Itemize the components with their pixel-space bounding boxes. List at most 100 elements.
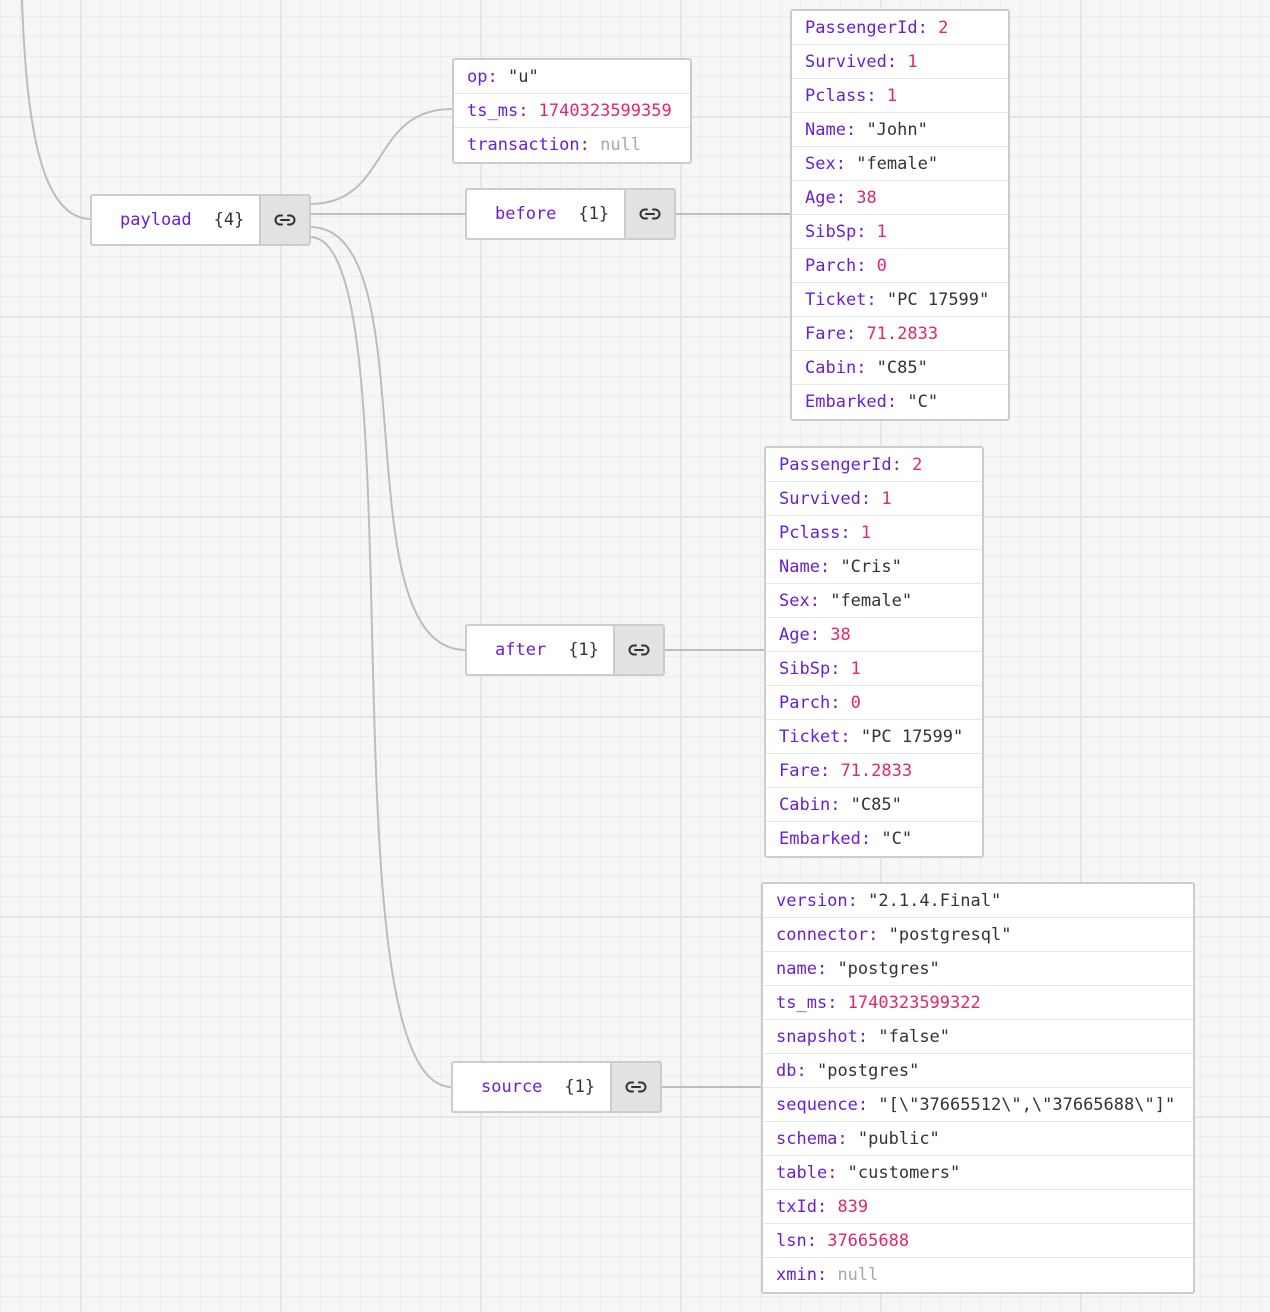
source-label: source {1} xyxy=(453,1063,610,1111)
source-row-table: table: "customers" xyxy=(763,1156,1193,1190)
after-row-sibsp: SibSp: 1 xyxy=(766,652,982,686)
row-value: "customers" xyxy=(847,1163,961,1183)
after-row-age: Age: 38 xyxy=(766,618,982,652)
row-key: Ticket xyxy=(805,290,867,310)
row-value: "postgres" xyxy=(837,959,940,979)
row-value: 1 xyxy=(907,52,918,72)
link-icon xyxy=(628,644,650,656)
row-key: snapshot xyxy=(776,1027,858,1047)
payload-link-button[interactable] xyxy=(259,196,309,244)
row-value: 71.2833 xyxy=(866,324,939,344)
link-icon xyxy=(639,208,661,220)
source-node[interactable]: source {1} xyxy=(451,1061,662,1113)
row-value: 38 xyxy=(830,625,851,645)
row-key: txId xyxy=(776,1197,817,1217)
row-key: Cabin xyxy=(779,795,831,815)
before-row-embarked: Embarked: "C" xyxy=(805,392,939,412)
row-key: Cabin xyxy=(805,358,857,378)
source-count: {1} xyxy=(564,1077,596,1097)
before-row-sex: Sex: "female" xyxy=(792,147,1008,181)
before-row-ticket: Ticket: "PC 17599" xyxy=(792,283,1008,317)
row-key: version xyxy=(776,891,848,911)
row-key: Age xyxy=(805,188,836,208)
row-key: transaction xyxy=(467,135,580,155)
row-value: "PC 17599" xyxy=(886,290,990,310)
after-row-pclass: Pclass: 1 xyxy=(766,516,982,550)
before-key: before xyxy=(495,204,557,224)
edge-payload-after xyxy=(309,226,467,651)
source-row-ts-ms: ts_ms: 1740323599322 xyxy=(763,986,1193,1020)
after-node[interactable]: after {1} xyxy=(465,624,665,676)
meta-row-transaction: transaction: null xyxy=(467,135,642,155)
source-row-name: name: "postgres" xyxy=(763,952,1193,986)
row-value: 1 xyxy=(876,222,887,242)
source-row-connector: connector: "postgresql" xyxy=(763,918,1193,952)
payload-label: payload {4} xyxy=(92,196,259,244)
payload-count: {4} xyxy=(213,210,245,230)
row-value: 37665688 xyxy=(827,1231,910,1251)
row-value: 0 xyxy=(876,256,887,276)
row-value: "female" xyxy=(830,591,913,611)
payload-key: payload xyxy=(120,210,192,230)
row-key: sequence xyxy=(776,1095,858,1115)
before-row-fare: Fare: 71.2833 xyxy=(792,317,1008,351)
after-row-name: Name: "Cris" xyxy=(766,550,982,584)
edge-payload-source xyxy=(309,236,453,1088)
row-key: op xyxy=(467,67,488,87)
row-value: 1 xyxy=(886,86,898,106)
meta-object-node: op: "u" ts_ms: 1740323599359 transaction… xyxy=(452,58,692,164)
row-value: 2 xyxy=(912,455,923,475)
source-row-txid: txId: 839 xyxy=(763,1190,1193,1224)
row-value: 1740323599322 xyxy=(847,993,981,1013)
before-node[interactable]: before {1} xyxy=(465,188,676,240)
row-key: Pclass xyxy=(779,523,841,543)
row-key: Fare xyxy=(805,324,846,344)
row-key: lsn xyxy=(776,1231,807,1251)
row-key: connector xyxy=(776,925,869,945)
row-key: db xyxy=(776,1061,797,1081)
before-row-sibsp: SibSp: 1 xyxy=(792,215,1008,249)
row-key: SibSp xyxy=(805,222,857,242)
row-key: Parch xyxy=(779,693,831,713)
before-label: before {1} xyxy=(467,190,624,238)
row-key: Name xyxy=(779,557,820,577)
after-row-sex: Sex: "female" xyxy=(766,584,982,618)
row-value: null xyxy=(600,135,642,155)
payload-node[interactable]: payload {4} xyxy=(90,194,311,246)
source-key: source xyxy=(481,1077,543,1097)
before-link-button[interactable] xyxy=(624,190,674,238)
row-value: "C" xyxy=(881,829,913,849)
row-key: schema xyxy=(776,1129,838,1149)
edge-root-payload xyxy=(21,0,92,220)
row-value: "C85" xyxy=(876,358,928,378)
row-value: "[\"37665512\",\"37665688\"]" xyxy=(878,1095,1176,1115)
row-value: "C85" xyxy=(850,795,902,815)
after-row-embarked: Embarked: "C" xyxy=(779,829,913,849)
row-key: Pclass xyxy=(805,86,867,106)
source-row-version: version: "2.1.4.Final" xyxy=(763,884,1193,918)
row-value: "false" xyxy=(878,1027,951,1047)
before-row-pclass: Pclass: 1 xyxy=(792,79,1008,113)
row-key: Age xyxy=(779,625,810,645)
after-link-button[interactable] xyxy=(613,626,663,674)
source-row-db: db: "postgres" xyxy=(763,1054,1193,1088)
row-value: "postgresql" xyxy=(888,925,1012,945)
row-value: 0 xyxy=(850,693,861,713)
row-key: Survived xyxy=(805,52,887,72)
row-key: Embarked xyxy=(779,829,861,849)
row-key: PassengerId xyxy=(805,18,918,38)
row-value: "female" xyxy=(856,154,939,174)
source-row-lsn: lsn: 37665688 xyxy=(763,1224,1193,1258)
edge-payload-meta xyxy=(309,108,453,205)
row-value: "John" xyxy=(866,120,928,140)
source-link-button[interactable] xyxy=(610,1063,660,1111)
source-row-xmin: xmin: null xyxy=(776,1265,879,1285)
row-value: null xyxy=(837,1265,879,1285)
row-key: Fare xyxy=(779,761,820,781)
before-row-name: Name: "John" xyxy=(792,113,1008,147)
row-value: 1 xyxy=(881,489,892,509)
source-row-schema: schema: "public" xyxy=(763,1122,1193,1156)
row-value: 2 xyxy=(938,18,949,38)
after-row-passengerid: PassengerId: 2 xyxy=(766,448,982,482)
